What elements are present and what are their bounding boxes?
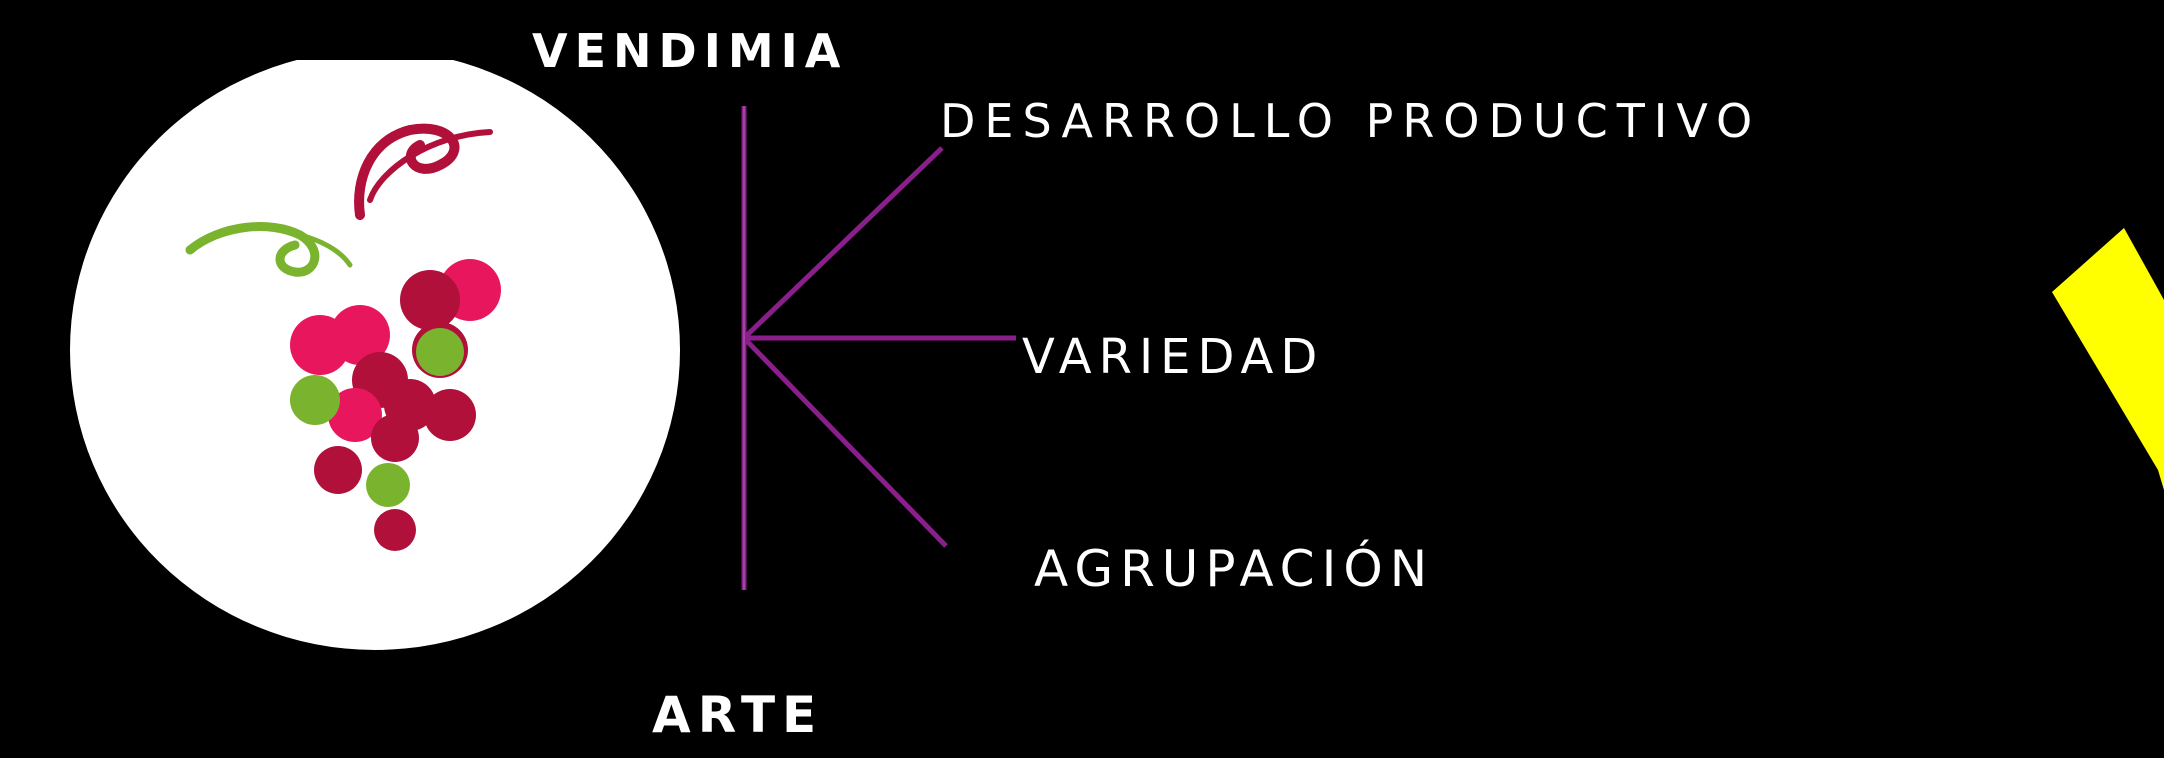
grape [424,389,476,441]
grape-logo [70,50,680,660]
branch-label-2: VARIEDAD [1022,329,1325,385]
grape-cluster-icon [70,50,680,650]
top-label: VENDIMIA [532,24,848,78]
tendril-red [354,123,460,220]
grape [290,375,340,425]
tendril-green-thin [297,232,353,268]
grape [314,446,362,494]
grape [328,388,382,442]
connector-to-branch-1 [742,146,944,340]
yellow-accent [2052,228,2164,490]
grape [371,414,419,462]
grape [366,463,410,507]
grape [290,315,350,375]
connector-to-branch-3 [742,336,948,548]
bottom-label: ARTE [652,686,824,744]
grape [374,509,416,551]
branch-label-3: AGRUPACIÓN [1034,540,1435,598]
grape [416,328,464,376]
grapes [290,259,501,551]
tendril-green [185,222,320,277]
tendril-red-thin [367,129,493,203]
branch-label-1: DESARROLLO PRODUCTIVO [940,94,1762,148]
grape [400,270,460,330]
